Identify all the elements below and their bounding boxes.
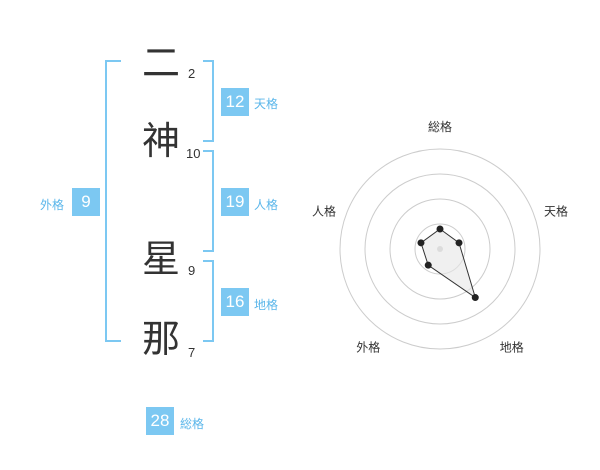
tenkaku-label: 天格 bbox=[254, 97, 279, 111]
radar-series-line bbox=[420, 228, 477, 299]
radar-ring bbox=[389, 198, 491, 300]
soukaku-badge: 28 bbox=[146, 407, 174, 435]
jinkaku-bracket bbox=[203, 150, 214, 252]
name-char-1: 二 bbox=[141, 41, 180, 85]
radar-point-3 bbox=[471, 294, 479, 302]
chikaku-badge: 16 bbox=[221, 288, 249, 316]
radar-axis-label-2: 天格 bbox=[544, 203, 568, 218]
radar-center bbox=[437, 246, 443, 252]
radar-fill-area bbox=[421, 229, 476, 298]
jinkaku-label: 人格 bbox=[254, 198, 279, 212]
soukaku-label: 総格 bbox=[180, 417, 205, 431]
stroke-count-1: 2 bbox=[188, 66, 196, 81]
radar-axis-label-3: 地格 bbox=[500, 340, 524, 355]
tenkaku-bracket bbox=[203, 60, 214, 142]
name-char-4: 那 bbox=[141, 317, 180, 361]
radar-axis-label-4: 外格 bbox=[356, 340, 380, 355]
tenkaku-badge: 12 bbox=[221, 88, 249, 116]
radar-point-4 bbox=[424, 261, 432, 269]
stroke-count-4: 7 bbox=[188, 345, 196, 360]
radar-ring bbox=[414, 223, 466, 275]
radar-axis-label-5: 人格 bbox=[312, 203, 336, 218]
radar-point-2 bbox=[455, 239, 463, 247]
gaikaku-label: 外格 bbox=[40, 198, 65, 212]
radar-axis-label-1: 総格 bbox=[428, 119, 452, 134]
radar-ring bbox=[364, 173, 516, 325]
chikaku-bracket bbox=[203, 260, 214, 342]
radar-point-5 bbox=[417, 239, 425, 247]
radar-ring bbox=[339, 148, 541, 350]
name-char-3: 星 bbox=[141, 237, 180, 281]
gaikaku-badge: 9 bbox=[72, 188, 100, 216]
stroke-count-2: 10 bbox=[186, 146, 201, 161]
name-char-2: 神 bbox=[141, 119, 180, 163]
chikaku-label: 地格 bbox=[254, 298, 279, 312]
stroke-count-3: 9 bbox=[188, 263, 196, 278]
jinkaku-badge: 19 bbox=[221, 188, 249, 216]
radar-point-1 bbox=[436, 225, 444, 233]
gaikaku-bracket bbox=[105, 60, 121, 342]
